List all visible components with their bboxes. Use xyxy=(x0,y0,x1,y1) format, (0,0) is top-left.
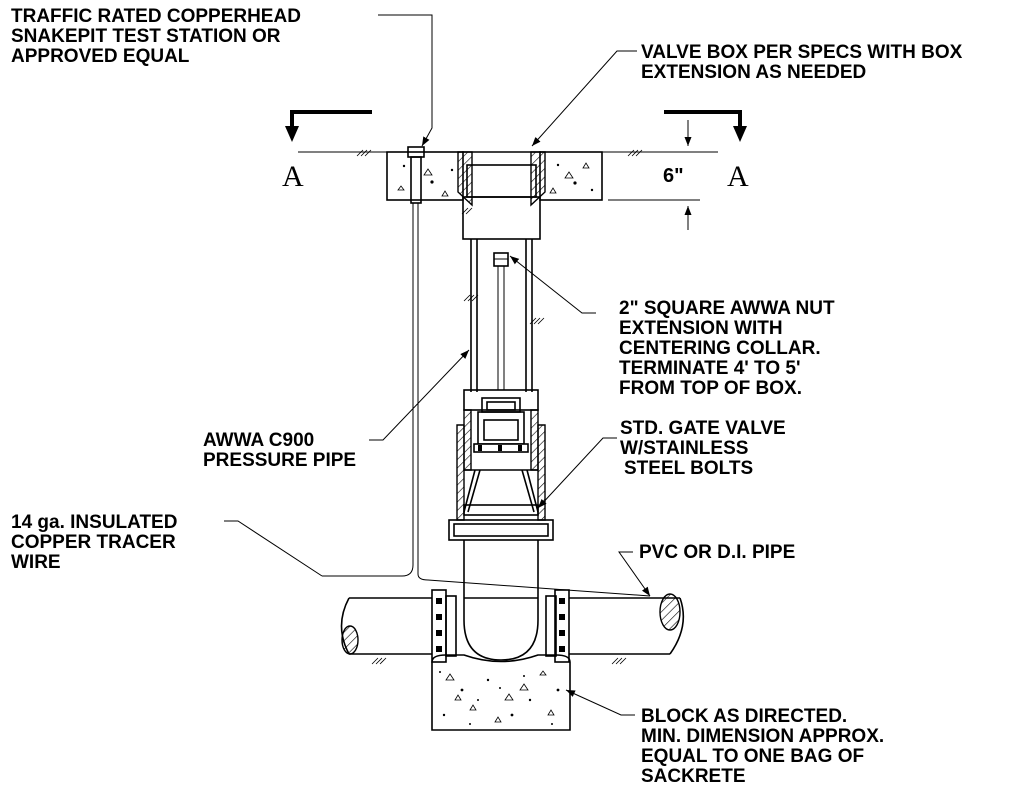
tracer-wire xyxy=(322,203,651,597)
section-cut-left xyxy=(285,110,372,142)
callout-gate-valve: STD. GATE VALVE W/STAINLESS STEEL BOLTS xyxy=(620,418,786,479)
callout-test-station: TRAFFIC RATED COPPERHEAD SNAKEPIT TEST S… xyxy=(11,6,301,67)
callout-valve-box-line2: EXTENSION AS NEEDED xyxy=(641,62,866,83)
callout-pvc-pipe: PVC OR D.I. PIPE xyxy=(639,542,795,563)
callout-gate-valve-line1: STD. GATE VALVE xyxy=(620,418,786,439)
gate-valve xyxy=(448,389,554,541)
callout-block-line1: BLOCK AS DIRECTED. xyxy=(641,706,847,727)
dimension-lines xyxy=(608,120,700,230)
callout-tracer-wire-line3: WIRE xyxy=(11,552,61,573)
section-mark-right: A xyxy=(727,160,749,193)
dimension-6-inch: 6" xyxy=(663,165,684,187)
callout-pressure-pipe-line2: PRESSURE PIPE xyxy=(203,450,356,471)
callout-nut-extension-line1: 2" SQUARE AWWA NUT xyxy=(619,298,835,319)
section-cut-right xyxy=(664,110,747,142)
callout-block: BLOCK AS DIRECTED. MIN. DIMENSION APPROX… xyxy=(641,706,884,787)
nut-extension xyxy=(493,252,509,390)
callout-gate-valve-line2: W/STAINLESS xyxy=(620,438,748,459)
callout-nut-extension: 2" SQUARE AWWA NUT EXTENSION WITH CENTER… xyxy=(619,298,835,399)
callout-test-station-line2: SNAKEPIT TEST STATION OR xyxy=(11,26,281,47)
callout-tracer-wire: 14 ga. INSULATED COPPER TRACER WIRE xyxy=(11,512,177,573)
callout-nut-extension-line5: FROM TOP OF BOX. xyxy=(619,378,802,399)
earth-symbols xyxy=(356,149,643,665)
callout-block-line4: SACKRETE xyxy=(641,766,746,787)
callout-test-station-line1: TRAFFIC RATED COPPERHEAD xyxy=(11,6,301,27)
tee-riser xyxy=(463,540,539,661)
section-mark-left: A xyxy=(282,160,304,193)
valve-box xyxy=(457,151,546,240)
callout-block-line2: MIN. DIMENSION APPROX. xyxy=(641,726,884,747)
callout-nut-extension-line2: EXTENSION WITH xyxy=(619,318,783,339)
callout-block-line3: EQUAL TO ONE BAG OF xyxy=(641,746,864,767)
concrete-collar xyxy=(386,151,603,201)
callout-tracer-wire-line1: 14 ga. INSULATED xyxy=(11,512,177,533)
callout-valve-box-line1: VALVE BOX PER SPECS WITH BOX xyxy=(641,42,963,63)
pressure-pipe-vertical xyxy=(470,239,533,392)
concrete-thrust-block xyxy=(431,654,571,731)
callout-valve-box: VALVE BOX PER SPECS WITH BOX EXTENSION A… xyxy=(641,42,963,83)
test-station xyxy=(407,146,425,204)
callout-pressure-pipe: AWWA C900 PRESSURE PIPE xyxy=(203,430,356,471)
main-pipe xyxy=(340,589,685,663)
callout-nut-extension-line3: CENTERING COLLAR. xyxy=(619,338,821,359)
leader-lines xyxy=(224,14,651,716)
callout-test-station-line3: APPROVED EQUAL xyxy=(11,46,190,67)
callout-tracer-wire-line2: COPPER TRACER xyxy=(11,532,176,553)
callout-pressure-pipe-line1: AWWA C900 xyxy=(203,430,314,451)
callout-pvc-pipe-line1: PVC OR D.I. PIPE xyxy=(639,542,795,563)
callout-gate-valve-line3: STEEL BOLTS xyxy=(624,458,753,479)
callout-nut-extension-line4: TERMINATE 4' TO 5' xyxy=(619,358,800,379)
